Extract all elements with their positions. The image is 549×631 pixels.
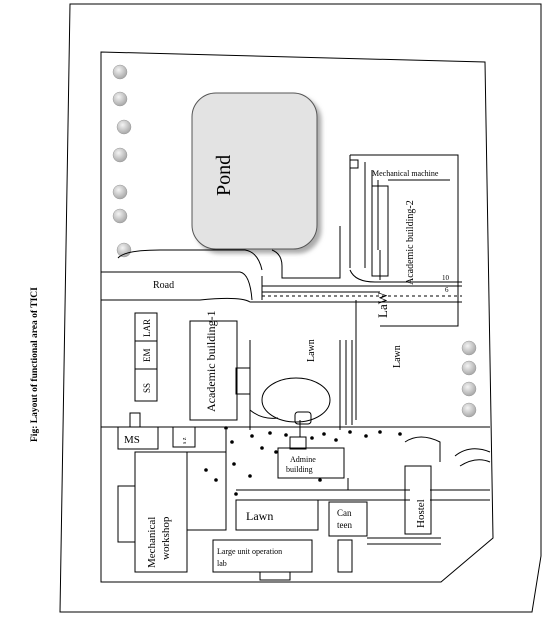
ms-annex bbox=[129, 412, 141, 428]
tree-icon bbox=[461, 381, 477, 397]
tree-icon bbox=[112, 91, 128, 107]
tree-icon bbox=[461, 360, 477, 376]
canteen-label-1: Can bbox=[337, 508, 352, 518]
academic-building-2-label: Academic building-2 bbox=[405, 200, 416, 285]
academic-building-1-label: Academic building-1 bbox=[204, 310, 218, 412]
lawn-bottom-label: Lawn bbox=[246, 509, 273, 523]
tree-icon bbox=[112, 208, 128, 224]
road-label: Road bbox=[153, 280, 174, 291]
lab-stack bbox=[134, 312, 158, 402]
tree-icon bbox=[116, 242, 132, 258]
outer-boundary bbox=[59, 3, 542, 613]
ms-label: MS bbox=[124, 434, 140, 446]
tree-icon bbox=[116, 119, 132, 135]
mechanical-workshop-side bbox=[117, 485, 136, 543]
central-lawn bbox=[249, 300, 357, 430]
canteen-label-2: teen bbox=[337, 520, 352, 530]
small-box-label: s z bbox=[182, 437, 188, 444]
tree-row-left bbox=[112, 64, 132, 258]
em-label: EM bbox=[142, 349, 152, 363]
large-unit-label-1: Large unit operation bbox=[217, 547, 282, 556]
academic-building-1 bbox=[189, 320, 238, 421]
mechanical-workshop-extension bbox=[186, 451, 227, 531]
large-unit-label-2: lab bbox=[217, 559, 227, 568]
inner-site-boundary bbox=[100, 51, 494, 583]
law-label: LaW bbox=[375, 291, 390, 318]
mechanical-machine-label: Mechanical machine bbox=[372, 169, 439, 178]
small-box bbox=[172, 426, 196, 448]
lawn-center-label: Lawn bbox=[306, 339, 317, 362]
tree-icon bbox=[461, 402, 477, 418]
admin-building-label-2: building bbox=[286, 465, 313, 474]
canteen-annex bbox=[337, 539, 353, 573]
hostel-label: Hostel bbox=[415, 499, 427, 528]
admin-building bbox=[277, 447, 345, 479]
admin-building-label-1: Admine bbox=[290, 455, 316, 464]
pond bbox=[191, 92, 318, 250]
academic-building-2-block bbox=[349, 154, 459, 327]
tree-row-right bbox=[461, 340, 477, 418]
academic-building-1-annex bbox=[235, 367, 251, 395]
tree-icon bbox=[461, 340, 477, 356]
road bbox=[101, 155, 462, 303]
tree-icon bbox=[112, 147, 128, 163]
admin-building-annex bbox=[289, 436, 307, 450]
mechanical-workshop-label-2: workshop bbox=[160, 516, 172, 560]
lar-label: LAR bbox=[142, 319, 152, 337]
ss-label: SS bbox=[142, 383, 152, 393]
lawn-right-label: Lawn bbox=[392, 345, 403, 368]
pond-label: Pond bbox=[213, 155, 235, 196]
large-unit-operation-lab bbox=[212, 539, 313, 573]
walkway-dots bbox=[204, 426, 402, 496]
mechanical-workshop-label-1: Mechanical bbox=[146, 517, 158, 568]
canteen bbox=[328, 501, 368, 537]
hostel bbox=[404, 465, 432, 535]
figure-caption: Fig: Layout of functional area of TICI bbox=[30, 287, 40, 442]
tree-icon bbox=[112, 64, 128, 80]
side-number-2: 6 bbox=[445, 286, 449, 294]
lawn-bottom bbox=[235, 499, 319, 531]
large-unit-annex bbox=[259, 571, 291, 581]
side-number-1: 10 bbox=[442, 274, 450, 282]
tree-icon bbox=[112, 184, 128, 200]
